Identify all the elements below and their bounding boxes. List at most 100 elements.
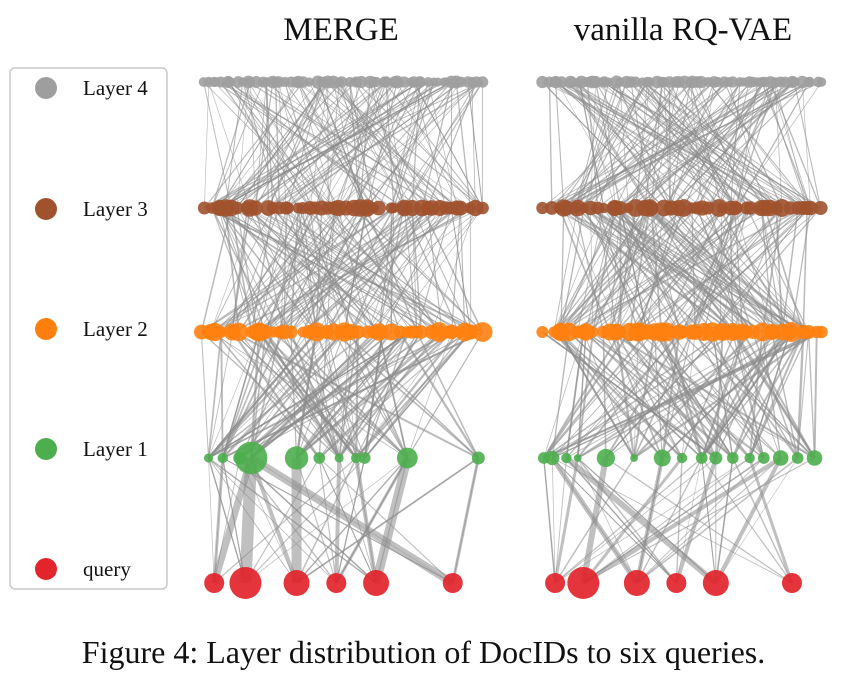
edge-layer3-layer2 xyxy=(249,207,452,333)
edge-layer3-layer2 xyxy=(411,207,472,333)
edge-layer2-layer1 xyxy=(309,331,340,459)
edge-layer1-query xyxy=(715,457,734,584)
edge-layer4-layer3 xyxy=(337,81,405,209)
edge-layer4-layer3 xyxy=(707,81,811,209)
query-node xyxy=(545,573,566,593)
edge-layer3-layer2 xyxy=(663,207,791,333)
edge-layer3-layer2 xyxy=(718,207,793,333)
edge-layer2-layer1 xyxy=(542,331,622,459)
edge-layer1-query xyxy=(732,457,793,584)
query-nodes xyxy=(204,567,463,599)
edge-layer4-layer3 xyxy=(467,81,484,209)
edge-layer2-layer1 xyxy=(338,331,440,459)
layer3-node xyxy=(598,202,609,214)
edge-layer3-layer2 xyxy=(720,207,748,333)
layer2-node xyxy=(229,322,249,342)
edge-layer3-layer2 xyxy=(670,207,810,333)
edge-layer2-layer1 xyxy=(603,331,765,459)
edge-layer3-layer2 xyxy=(279,207,289,333)
edge-layer1-query xyxy=(636,457,799,584)
edge-layer4-layer3 xyxy=(670,81,766,209)
edge-layer3-layer2 xyxy=(577,207,777,333)
edge-layer1-query xyxy=(636,457,765,584)
edge-layer4-layer3 xyxy=(626,81,804,209)
query-nodes xyxy=(545,567,802,599)
edge-layer3-layer2 xyxy=(302,207,352,333)
edge-layer2-layer1 xyxy=(670,331,765,459)
edge-layer3-layer2 xyxy=(670,207,804,333)
layer4-node xyxy=(380,76,392,88)
edge-query-heavy xyxy=(550,456,639,585)
edge-layer3-layer2 xyxy=(373,207,461,333)
edge-query-heavy xyxy=(354,457,379,584)
edge-layer3-layer2 xyxy=(459,207,466,333)
layer4-node xyxy=(476,76,489,88)
edge-layer4-layer3 xyxy=(595,81,621,209)
edge-layer3-layer2 xyxy=(609,207,651,333)
layer1-node xyxy=(561,452,572,464)
layer1-node xyxy=(545,450,560,466)
edge-layer4-layer3 xyxy=(254,81,323,209)
edge-layer3-layer2 xyxy=(660,207,723,333)
edge-query-heavy xyxy=(334,457,342,584)
layer2-node xyxy=(587,326,599,338)
layer4-node xyxy=(398,76,410,88)
layer3-node xyxy=(675,199,693,217)
edge-layer3-layer2 xyxy=(218,207,281,333)
layer1-node xyxy=(709,451,723,465)
edge-layer3-layer2 xyxy=(421,207,484,333)
layer1-node xyxy=(806,450,823,466)
edge-layer4-layer3 xyxy=(203,81,232,209)
edge-layer3-layer2 xyxy=(761,207,783,333)
edge-layer2-layer1 xyxy=(797,331,810,459)
edge-layer4-layer3 xyxy=(297,81,335,209)
panel-merge: MERGE xyxy=(193,12,493,599)
edge-layer2-layer1 xyxy=(200,331,340,459)
layer1-node xyxy=(695,452,708,464)
edge-layer4-layer3 xyxy=(385,81,405,209)
edge-layer1-query xyxy=(554,457,703,584)
edge-layer2-layer1 xyxy=(748,331,805,459)
edge-layer1-query xyxy=(554,457,717,584)
edge-layer3-layer2 xyxy=(707,207,809,333)
edge-layer3-layer2 xyxy=(553,207,651,333)
edge-layer4-layer3 xyxy=(403,81,477,209)
layer3-node xyxy=(644,200,659,216)
edge-layer4-layer3 xyxy=(334,81,385,209)
edge-layer2-layer1 xyxy=(338,331,422,459)
edge-layer3-layer2 xyxy=(210,207,483,333)
layer4-nodes xyxy=(536,75,827,89)
edge-layer2-layer1 xyxy=(221,331,285,459)
edge-layer3-layer2 xyxy=(560,207,565,333)
edge-layer4-layer3 xyxy=(555,81,703,209)
edge-query-heavy xyxy=(249,454,455,587)
edge-layer2-layer1 xyxy=(295,331,393,459)
edge-layer3-layer2 xyxy=(210,207,428,333)
edge-layer2-layer1 xyxy=(633,331,754,459)
edge-layer2-layer1 xyxy=(208,331,412,459)
layer3-node xyxy=(813,200,828,216)
edge-layer2-layer1 xyxy=(200,331,209,459)
edge-layer4-layer3 xyxy=(577,81,621,209)
edge-layer4-layer3 xyxy=(770,81,811,209)
edge-layer4-layer3 xyxy=(723,81,783,209)
edge-layer2-layer1 xyxy=(221,331,267,459)
query-node xyxy=(623,570,650,596)
edge-layer2-layer1 xyxy=(694,331,765,459)
layer4-node xyxy=(304,77,314,87)
edge-layer3-layer2 xyxy=(553,207,605,333)
edge-layer4-layer3 xyxy=(354,81,433,209)
edge-layer2-layer1 xyxy=(302,331,340,459)
edge-layer4-layer3 xyxy=(555,81,720,209)
edge-layer2-layer1 xyxy=(207,331,328,459)
layer3-node xyxy=(247,200,264,216)
edge-layer4-layer3 xyxy=(236,81,249,209)
edge-layer2-layer1 xyxy=(714,331,724,459)
query-node xyxy=(781,573,802,593)
layer3-node xyxy=(536,201,549,215)
edge-layer2-layer1 xyxy=(700,331,747,459)
edge-layer4-layer3 xyxy=(278,81,351,209)
edge-layer2-layer1 xyxy=(289,331,341,459)
edge-layer2-layer1 xyxy=(318,331,453,459)
